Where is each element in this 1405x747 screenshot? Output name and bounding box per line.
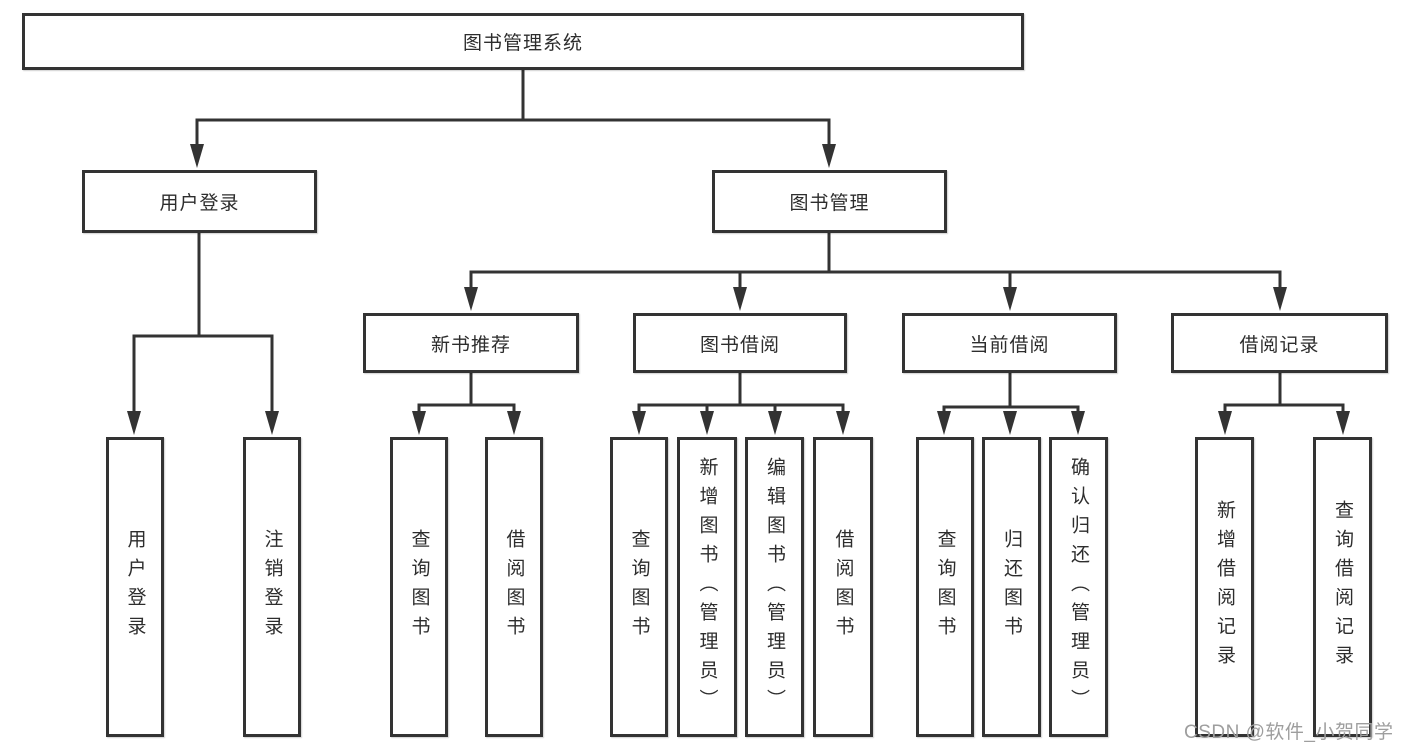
node-current-borrow: 当前借阅	[902, 313, 1117, 373]
leaf-add-borrow-record-label: 新增借阅记录	[1214, 500, 1235, 674]
leaf-add-book-admin: 新增图书（管理员）	[677, 437, 737, 737]
leaf-borrow-book-newbook-label: 借阅图书	[503, 529, 525, 645]
leaf-query-borrow-record: 查询借阅记录	[1313, 437, 1372, 737]
leaf-add-borrow-record: 新增借阅记录	[1195, 437, 1254, 737]
leaf-confirm-return-admin: 确认归还（管理员）	[1049, 437, 1108, 737]
node-new-book-recommend-label: 新书推荐	[430, 334, 511, 356]
leaf-query-book-borrow-label: 查询图书	[628, 529, 650, 645]
leaf-edit-book-admin-label: 编辑图书（管理员）	[764, 456, 785, 718]
node-new-book-recommend: 新书推荐	[363, 313, 579, 373]
node-borrow-record-label: 借阅记录	[1239, 334, 1320, 356]
node-current-borrow-label: 当前借阅	[969, 334, 1050, 356]
leaf-query-book-current: 查询图书	[916, 437, 974, 737]
leaf-query-borrow-record-label: 查询借阅记录	[1332, 500, 1353, 674]
node-user-login-label: 用户登录	[159, 193, 240, 214]
leaf-logout: 注销登录	[243, 437, 301, 737]
leaf-user-login: 用户登录	[106, 437, 164, 737]
leaf-borrow-book-label: 借阅图书	[832, 529, 854, 645]
node-borrow-record: 借阅记录	[1171, 313, 1388, 373]
watermark: CSDN @软件_小贺同学	[1184, 722, 1394, 743]
leaf-query-book-newbook: 查询图书	[390, 437, 448, 737]
leaf-confirm-return-admin-label: 确认归还（管理员）	[1068, 456, 1089, 718]
node-root-system: 图书管理系统	[22, 13, 1024, 70]
leaf-logout-label: 注销登录	[261, 529, 283, 645]
leaf-borrow-book-newbook: 借阅图书	[485, 437, 543, 737]
node-user-login: 用户登录	[82, 170, 317, 233]
leaf-edit-book-admin: 编辑图书（管理员）	[745, 437, 804, 737]
node-root-label: 图书管理系统	[462, 33, 583, 54]
leaf-add-book-admin-label: 新增图书（管理员）	[696, 456, 718, 718]
node-book-management: 图书管理	[712, 170, 947, 233]
leaf-query-book-current-label: 查询图书	[934, 529, 956, 645]
node-book-borrow: 图书借阅	[633, 313, 847, 373]
leaf-query-book-borrow: 查询图书	[610, 437, 668, 737]
leaf-query-book-newbook-label: 查询图书	[408, 529, 430, 645]
leaf-user-login-label: 用户登录	[124, 529, 146, 645]
leaf-return-book: 归还图书	[982, 437, 1041, 737]
leaf-borrow-book: 借阅图书	[813, 437, 873, 737]
leaf-return-book-label: 归还图书	[1001, 529, 1022, 645]
node-book-borrow-label: 图书借阅	[699, 334, 780, 356]
node-book-management-label: 图书管理	[789, 193, 870, 214]
